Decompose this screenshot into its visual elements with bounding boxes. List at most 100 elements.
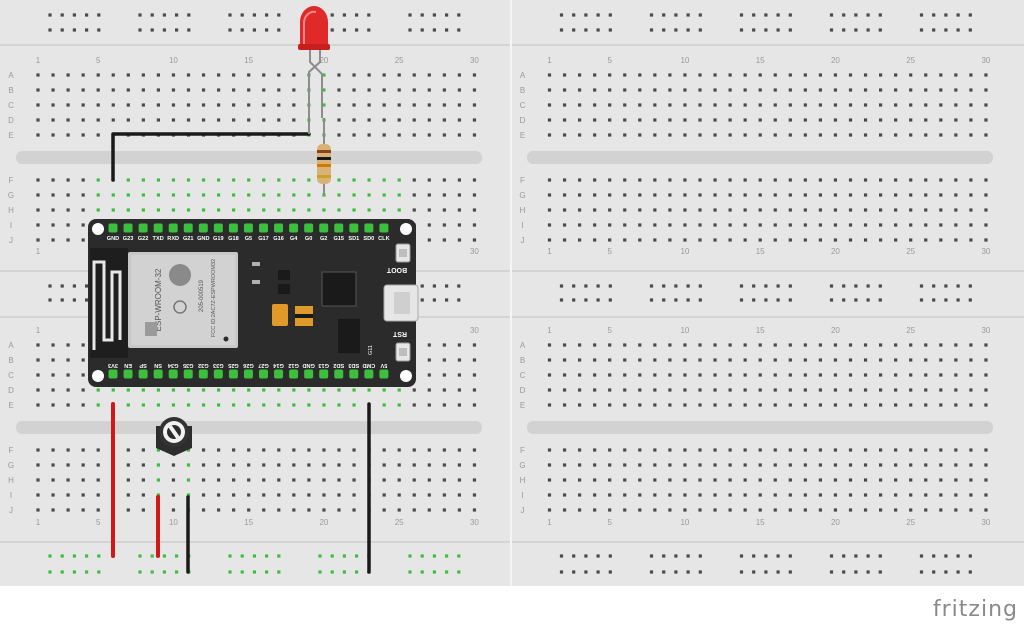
breadboard-hole <box>668 223 672 227</box>
breadboard-hole <box>984 388 988 392</box>
esp32-pin[interactable] <box>349 369 359 379</box>
esp32-pin-label: G0 <box>305 236 312 242</box>
red-led[interactable] <box>298 6 330 134</box>
breadboard-hole <box>96 493 100 497</box>
esp32-pin[interactable] <box>259 223 268 233</box>
esp32-pin[interactable] <box>153 223 163 233</box>
esp32-pin[interactable] <box>319 223 329 233</box>
breadboard-hole <box>201 178 206 182</box>
column-number-label: 10 <box>680 56 689 65</box>
breadboard-hole <box>818 478 822 482</box>
breadboard-hole <box>638 238 642 242</box>
breadboard-hole <box>698 178 702 182</box>
breadboard-hole <box>954 478 958 482</box>
column-number-label: 30 <box>981 56 990 65</box>
esp32-pin[interactable] <box>289 223 299 233</box>
esp32-pin[interactable] <box>123 369 133 379</box>
breadboard-hole <box>457 238 461 242</box>
breadboard-hole <box>954 358 958 362</box>
breadboard-hole <box>788 448 792 452</box>
esp32-pin[interactable] <box>168 369 178 379</box>
ground-wire-top[interactable] <box>111 132 311 182</box>
esp32-pin[interactable] <box>334 369 344 379</box>
breadboard-hole <box>397 388 401 392</box>
esp32-pin[interactable] <box>274 223 284 233</box>
esp32-pin[interactable] <box>183 223 193 233</box>
esp32-pin[interactable] <box>379 369 389 379</box>
rst-label: RST <box>392 330 407 337</box>
esp32-pin[interactable] <box>304 369 314 379</box>
rail-hole <box>956 284 960 288</box>
rail-hole <box>788 298 792 302</box>
breadboard-hole <box>352 73 356 77</box>
breadboard-hole <box>713 133 717 137</box>
esp32-pin[interactable] <box>153 369 163 379</box>
esp32-pin[interactable] <box>108 223 118 233</box>
esp32-pin[interactable] <box>183 369 193 379</box>
breadboard-hole <box>818 463 822 467</box>
resistor[interactable] <box>317 118 331 195</box>
breadboard-hole <box>156 103 160 107</box>
breadboard-hole <box>608 448 612 452</box>
breadboard-hole <box>773 193 777 197</box>
esp32-pin[interactable] <box>243 369 253 379</box>
breadboard-hole <box>773 403 777 407</box>
breadboard-hole <box>292 88 296 92</box>
rail-hole <box>776 28 780 32</box>
breadboard-hole <box>593 193 597 197</box>
rail-hole <box>686 13 690 17</box>
esp32-pin[interactable] <box>289 369 299 379</box>
breadboard-hole <box>51 493 55 497</box>
breadboard-hole <box>126 388 130 392</box>
rail-hole <box>842 13 846 17</box>
esp32-pin[interactable] <box>228 223 238 233</box>
esp32-pin[interactable] <box>168 223 178 233</box>
breadboard-hole <box>848 478 853 482</box>
esp32-pin[interactable] <box>108 369 118 379</box>
esp32-pin[interactable] <box>319 369 329 379</box>
esp32-pin[interactable] <box>213 223 223 233</box>
breadboard-hole <box>217 88 221 92</box>
esp32-pin[interactable] <box>243 223 253 233</box>
esp32-pin[interactable] <box>304 223 314 233</box>
breadboard-hole <box>698 133 702 137</box>
rail-hole <box>240 28 244 32</box>
breadboard-hole <box>352 403 356 407</box>
breadboard-hole <box>608 223 612 227</box>
breadboard-hole <box>382 193 386 197</box>
breadboard-hole <box>638 223 642 227</box>
esp32-pin[interactable] <box>334 223 344 233</box>
breadboard-hole <box>924 373 928 377</box>
breadboard-hole <box>337 73 341 77</box>
potentiometer[interactable] <box>156 417 192 456</box>
breadboard-hole <box>758 178 762 182</box>
esp32-pin[interactable] <box>198 223 208 233</box>
esp32-pin[interactable] <box>123 223 133 233</box>
esp32-pin[interactable] <box>259 369 268 379</box>
breadboard-hole <box>427 478 431 482</box>
breadboard-hole <box>201 193 206 197</box>
module-id: 205-000519 <box>199 279 205 312</box>
rail-hole <box>584 298 588 302</box>
esp32-pin[interactable] <box>274 369 284 379</box>
esp32-pin[interactable] <box>138 223 148 233</box>
breadboard-hole <box>728 448 732 452</box>
breadboard-hole <box>683 448 687 452</box>
breadboard-hole <box>879 343 883 347</box>
esp32-pin[interactable] <box>138 369 148 379</box>
esp32-pin[interactable] <box>228 369 238 379</box>
rail-hole <box>60 13 64 17</box>
row-letter-label: B <box>8 356 13 365</box>
breadboard-hole <box>201 448 206 452</box>
breadboard-hole <box>879 403 883 407</box>
esp32-pin[interactable] <box>213 369 223 379</box>
esp32-pin[interactable] <box>364 223 374 233</box>
esp32-pin[interactable] <box>364 369 374 379</box>
breadboard-hole <box>186 193 191 197</box>
breadboard-hole <box>879 73 883 77</box>
esp32-pin[interactable] <box>349 223 359 233</box>
esp32-devkit[interactable]: ESP-WROOM-32 205-000519 FCC ID:2AC7Z-ESP… <box>88 219 419 387</box>
esp32-pin[interactable] <box>198 369 208 379</box>
esp32-pin[interactable] <box>379 223 389 233</box>
breadboard-hole <box>472 88 477 92</box>
